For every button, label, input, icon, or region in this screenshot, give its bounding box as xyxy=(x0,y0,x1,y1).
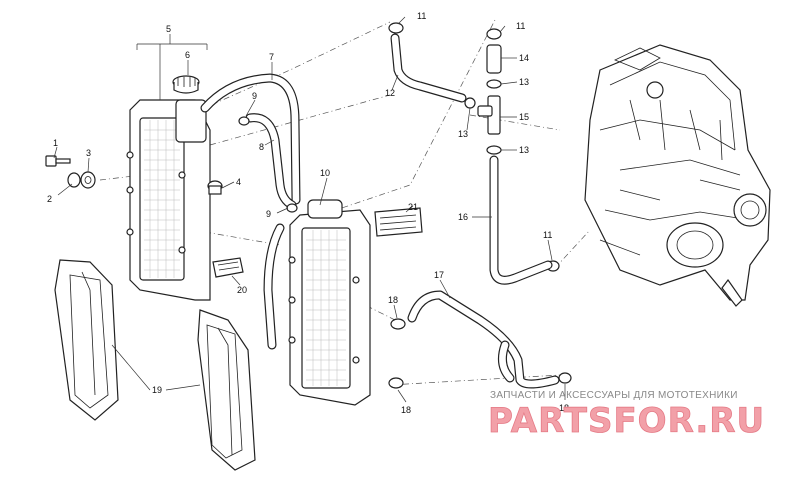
callout-4: 4 xyxy=(236,177,241,187)
watermark-subtitle: ЗАПЧАСТИ И АКСЕССУАРЫ ДЛЯ МОТОТЕХНИКИ xyxy=(490,390,738,401)
right-radiator xyxy=(288,199,371,406)
callout-18-b: 18 xyxy=(401,405,411,415)
callout-19: 19 xyxy=(152,385,162,395)
callout-3: 3 xyxy=(86,148,91,158)
pad-21 xyxy=(374,207,423,237)
callout-11-c: 11 xyxy=(543,230,552,240)
clamps-9 xyxy=(238,116,298,213)
pad-20 xyxy=(212,257,244,278)
hose-7 xyxy=(200,73,301,205)
watermark-brand: PARTSFOR.RU xyxy=(488,401,765,441)
callout-21: 21 xyxy=(408,202,418,212)
clamps-13 xyxy=(464,79,502,155)
callout-18-c: 18 xyxy=(559,403,569,413)
callout-2: 2 xyxy=(47,194,52,204)
radiator-cap xyxy=(172,75,200,94)
callout-16: 16 xyxy=(458,212,468,222)
hose-8 xyxy=(245,113,297,210)
pipe-14 xyxy=(486,44,502,74)
callout-5: 5 xyxy=(166,24,171,34)
callout-17: 17 xyxy=(434,270,444,280)
callout-7: 7 xyxy=(269,52,274,62)
hose-12 xyxy=(390,33,467,103)
hose-17 xyxy=(407,290,560,389)
t-fitting-15 xyxy=(477,95,501,135)
callout-12: 12 xyxy=(385,88,395,98)
callout-6: 6 xyxy=(185,50,190,60)
callout-11-b: 11 xyxy=(516,21,525,31)
hose-16 xyxy=(489,155,553,285)
callout-14: 14 xyxy=(519,53,529,63)
callout-11-a: 11 xyxy=(417,11,426,21)
callout-1: 1 xyxy=(53,138,58,148)
leader-lines xyxy=(53,16,566,403)
callouts: 1 2 3 4 5 6 7 8 9 9 10 11 11 11 12 13 13… xyxy=(47,11,569,415)
radiator-guard-right xyxy=(197,309,256,471)
callout-13-b: 13 xyxy=(458,129,468,139)
callout-9-lower: 9 xyxy=(266,209,271,219)
callout-18-a: 18 xyxy=(388,295,398,305)
bolt-assembly xyxy=(45,155,223,195)
callout-20: 20 xyxy=(237,285,247,295)
callout-9-upper: 9 xyxy=(252,91,257,101)
clamps-18 xyxy=(388,318,572,389)
watermark: ЗАПЧАСТИ И АКСЕССУАРЫ ДЛЯ МОТОТЕХНИКИ PA… xyxy=(488,390,765,441)
callout-10: 10 xyxy=(320,168,330,178)
callout-8: 8 xyxy=(259,142,264,152)
callout-15: 15 xyxy=(519,112,529,122)
left-radiator xyxy=(126,99,211,301)
hose-lower xyxy=(263,223,285,350)
engine xyxy=(584,44,771,307)
radiator-guard-left xyxy=(54,259,119,421)
callout-13-c: 13 xyxy=(519,145,529,155)
callout-13-a: 13 xyxy=(519,77,529,87)
